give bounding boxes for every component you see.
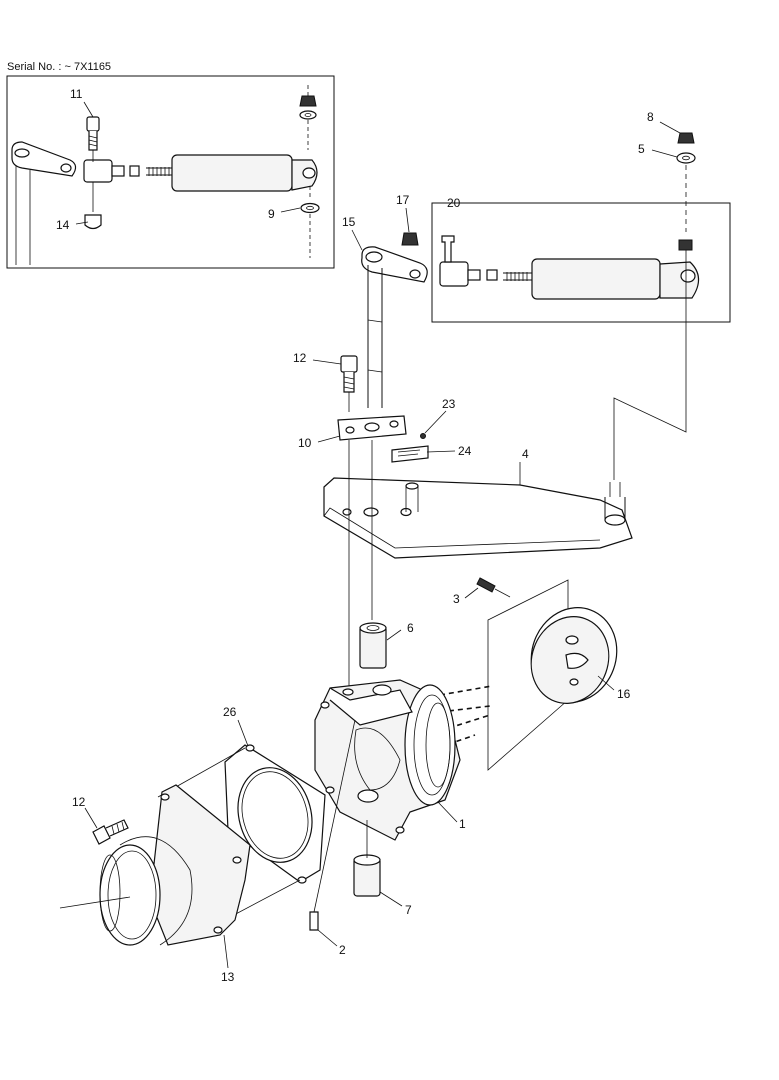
inset-shaft	[15, 160, 31, 265]
callout-26: 26	[223, 705, 237, 719]
inset-nut-washer	[299, 95, 317, 120]
cover-16	[530, 607, 618, 704]
callout-24: 24	[458, 444, 472, 458]
inset-panel	[6, 75, 335, 269]
inset-washer-9	[300, 202, 320, 214]
inset-frame	[6, 75, 335, 269]
callout-15: 15	[342, 215, 356, 229]
callout-20: 20	[447, 196, 461, 210]
callout-17: 17	[396, 193, 410, 207]
inset-bolt-11	[86, 116, 100, 151]
inset-lever	[11, 141, 77, 177]
box-20-damper-assembly	[431, 202, 731, 323]
serial-note: Serial No. : ~ 7X1165	[7, 61, 111, 73]
callout-labels: 11 14 9 8 5 17 20 15 12 10 23 24 4 3 6 1…	[56, 87, 654, 984]
callout-5: 5	[638, 142, 645, 156]
callout-9: 9	[268, 207, 275, 221]
bolt-12-upper	[340, 355, 358, 393]
callout-14: 14	[56, 218, 70, 232]
bushing-6	[359, 622, 387, 669]
plate-10	[337, 415, 407, 441]
label-plate-24	[391, 445, 429, 463]
bushing-7	[353, 854, 381, 897]
callout-12-lower: 12	[72, 795, 86, 809]
inset-clevis	[83, 159, 140, 183]
nut-8	[677, 132, 695, 144]
callout-1: 1	[459, 817, 466, 831]
rivet-3	[476, 577, 511, 598]
callout-16: 16	[617, 687, 631, 701]
housing-1	[314, 679, 461, 841]
nut-in-box-20	[678, 239, 693, 251]
callout-10: 10	[298, 436, 312, 450]
callout-2: 2	[339, 943, 346, 957]
bolt-12-lower	[92, 819, 129, 845]
leader-lines	[75, 101, 681, 969]
rivet-23	[420, 433, 426, 439]
callout-12-upper: 12	[293, 351, 307, 365]
callout-23: 23	[442, 397, 456, 411]
nozzle-13	[99, 784, 251, 946]
centre-lines	[348, 440, 373, 700]
nut-17	[401, 232, 419, 246]
callout-3: 3	[453, 592, 460, 606]
callout-13: 13	[221, 970, 235, 984]
callout-4: 4	[522, 447, 529, 461]
bracket-4	[323, 477, 633, 559]
leader-route-4	[613, 250, 687, 480]
callout-8: 8	[647, 110, 654, 124]
callout-11: 11	[70, 87, 83, 101]
callout-6: 6	[407, 621, 414, 635]
inset-damper	[171, 154, 318, 192]
lever-shaft-15	[361, 246, 428, 408]
gasket-26	[224, 744, 326, 884]
callout-7: 7	[405, 903, 412, 917]
pin-2	[309, 911, 319, 931]
inset-nut-14	[84, 214, 102, 230]
washer-5	[676, 152, 696, 164]
